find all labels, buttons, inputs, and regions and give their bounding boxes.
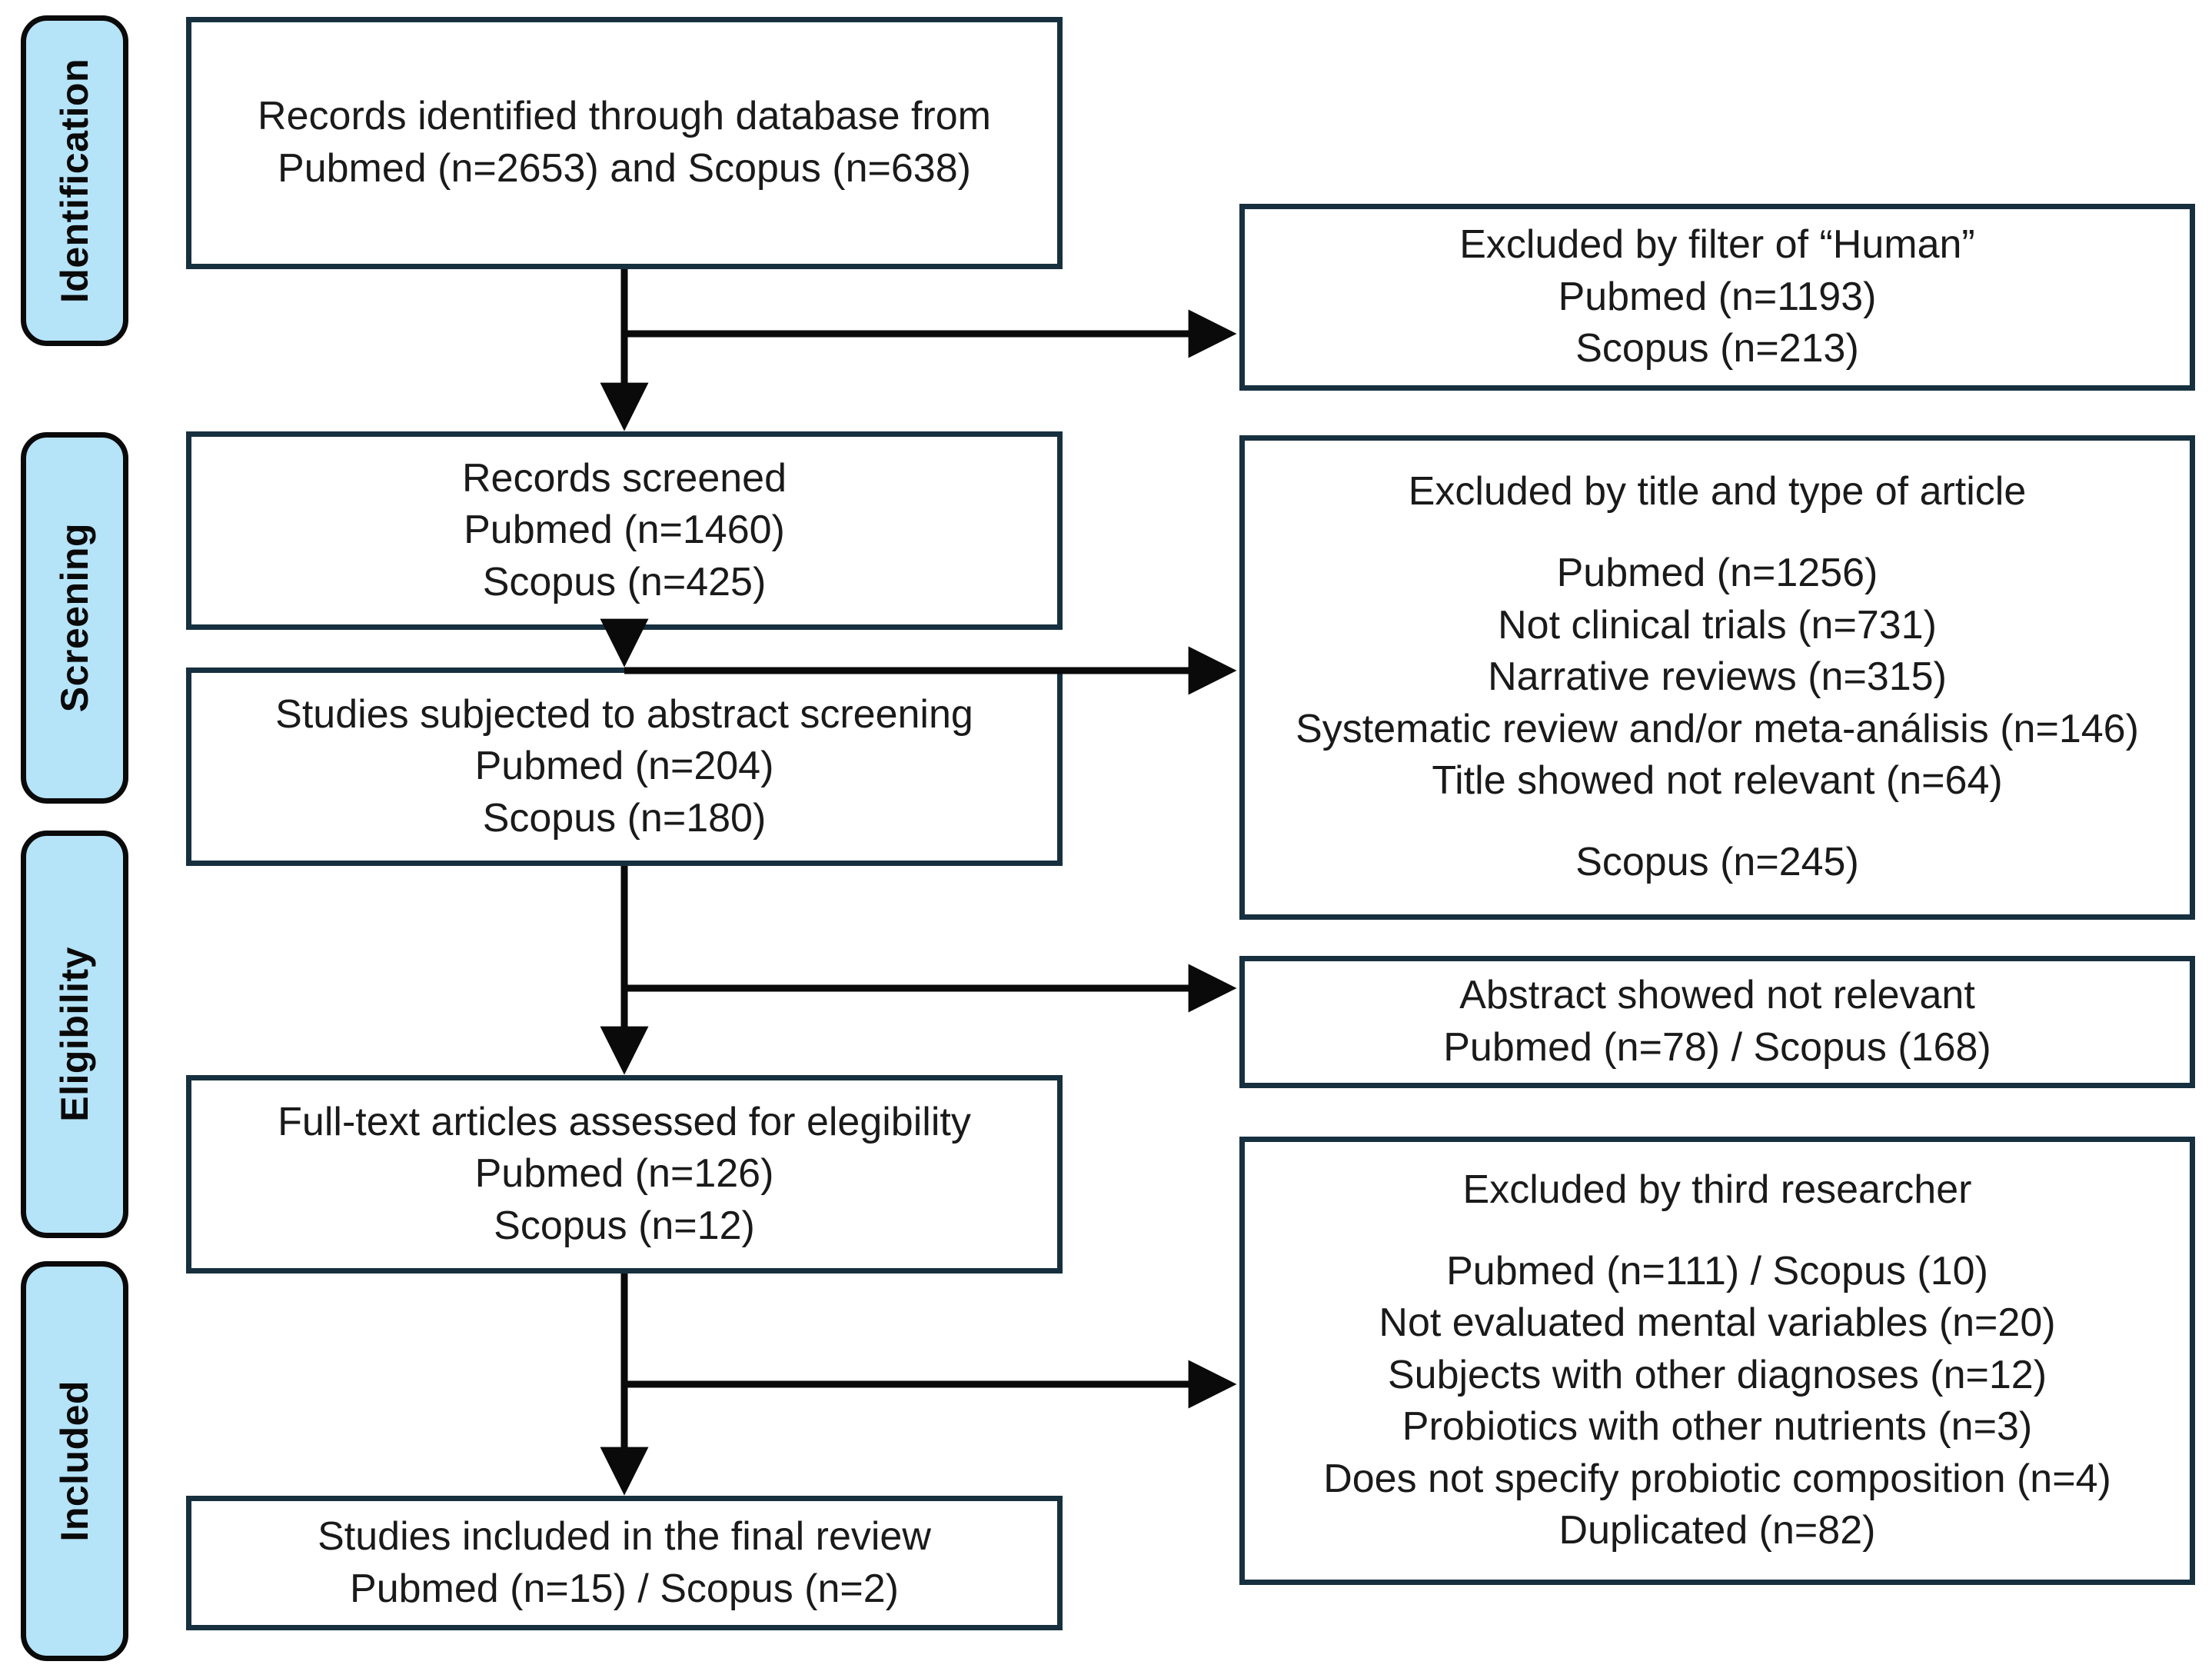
stage-label-eligibility: Eligibility: [53, 947, 96, 1122]
box-line: Systematic review and/or meta-análisis (…: [1296, 706, 2139, 751]
box-studies-included-final: Studies included in the final review Pub…: [186, 1496, 1063, 1630]
stage-label-screening: Screening: [53, 523, 96, 713]
stage-pill-included: Included: [21, 1261, 128, 1661]
box-line: Pubmed (n=126): [474, 1151, 774, 1197]
box-line: Records screened: [462, 455, 787, 501]
box-line: Excluded by third researcher: [1462, 1167, 1972, 1212]
box-records-identified: Records identified through database from…: [186, 17, 1063, 269]
box-line: Pubmed (n=111) / Scopus (10): [1446, 1248, 1988, 1293]
box-line: Title showed not relevant (n=64): [1432, 758, 2003, 804]
box-line: Studies subjected to abstract screening: [275, 691, 973, 737]
box-line: Full-text articles assessed for elegibil…: [278, 1099, 971, 1144]
box-line: Does not specify probiotic composition (…: [1323, 1456, 2111, 1501]
box-line: Excluded by filter of “Human”: [1459, 222, 1975, 268]
stage-pill-screening: Screening: [21, 432, 128, 804]
box-excluded-by-title-and-type: Excluded by title and type of article Pu…: [1239, 435, 2195, 920]
box-line: Pubmed (n=1460): [464, 508, 785, 553]
box-excluded-by-human-filter: Excluded by filter of “Human” Pubmed (n=…: [1239, 204, 2195, 391]
box-line: Records identified through database from: [258, 94, 991, 139]
box-line: Probiotics with other nutrients (n=3): [1402, 1404, 2033, 1450]
box-line: Not clinical trials (n=731): [1498, 602, 1937, 648]
box-line: Not evaluated mental variables (n=20): [1379, 1300, 2056, 1346]
box-line: Pubmed (n=78) / Scopus (168): [1443, 1025, 1991, 1070]
stage-label-identification: Identification: [53, 58, 96, 304]
box-line: Pubmed (n=1256): [1556, 551, 1878, 596]
box-records-screened: Records screened Pubmed (n=1460) Scopus …: [186, 431, 1063, 630]
stage-pill-eligibility: Eligibility: [21, 831, 128, 1238]
box-excluded-by-third-researcher: Excluded by third researcher Pubmed (n=1…: [1239, 1137, 2195, 1585]
box-line: Excluded by title and type of article: [1408, 469, 2027, 514]
box-line: Pubmed (n=204): [474, 744, 774, 789]
box-line: Duplicated (n=82): [1558, 1508, 1876, 1553]
box-studies-abstract-screening: Studies subjected to abstract screening …: [186, 668, 1063, 866]
stage-label-included: Included: [53, 1380, 96, 1542]
box-line: Abstract showed not relevant: [1459, 973, 1975, 1018]
box-line: Subjects with other diagnoses (n=12): [1387, 1352, 2047, 1397]
box-line: Studies included in the final review: [318, 1513, 931, 1559]
box-line: Narrative reviews (n=315): [1488, 654, 1947, 700]
box-abstract-not-relevant: Abstract showed not relevant Pubmed (n=7…: [1239, 956, 2195, 1088]
box-line: Scopus (n=12): [494, 1203, 755, 1248]
box-line: Pubmed (n=2653) and Scopus (n=638): [278, 146, 971, 191]
stage-pill-identification: Identification: [21, 15, 128, 346]
box-line: Scopus (n=213): [1575, 326, 1859, 371]
box-line: Scopus (n=180): [482, 795, 767, 841]
box-line: Pubmed (n=1193): [1558, 274, 1877, 319]
box-line: Scopus (n=425): [482, 559, 767, 604]
box-line: Pubmed (n=15) / Scopus (n=2): [350, 1566, 899, 1611]
box-line: Scopus (n=245): [1575, 839, 1859, 884]
box-fulltext-assessed: Full-text articles assessed for elegibil…: [186, 1075, 1063, 1273]
